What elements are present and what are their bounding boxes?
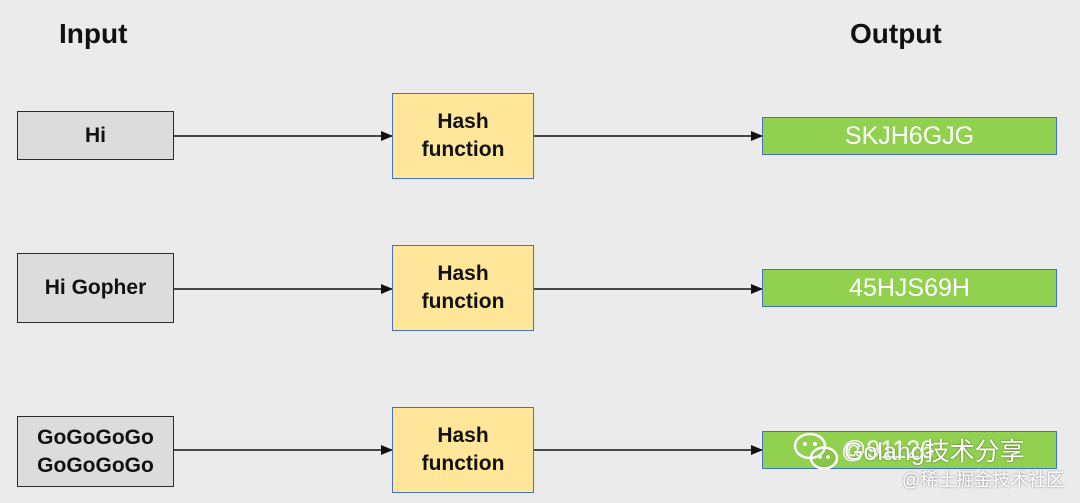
hash-function-box-1: Hash function: [392, 93, 534, 179]
hash-text-3b: function: [421, 452, 505, 475]
watermark-sub-text: @稀土掘金技术社区: [902, 470, 1065, 490]
output-text-1: SKJH6GJG: [844, 121, 975, 150]
input-box-2: Hi Gopher: [17, 253, 174, 323]
hash-text-2a: Hash: [437, 262, 489, 285]
watermark-main-text: Golang技术分享: [844, 438, 1025, 466]
hash-text-2b: function: [421, 290, 505, 313]
input-box-3: GoGoGoGo GoGoGoGo: [17, 416, 174, 487]
input-text-2: Hi Gopher: [44, 276, 147, 299]
output-box-1: SKJH6GJG: [762, 117, 1057, 155]
hash-text-3a: Hash: [437, 424, 489, 447]
input-heading: Input: [59, 18, 128, 49]
hash-function-box-3: Hash function: [392, 407, 534, 493]
output-heading: Output: [850, 18, 942, 49]
input-text-1: Hi: [85, 123, 106, 147]
hash-function-box-2: Hash function: [392, 245, 534, 331]
watermark: Golang技术分享 @稀土掘金技术社区: [792, 430, 1072, 500]
input-box-1: Hi: [17, 111, 174, 160]
hash-text-1b: function: [421, 138, 505, 161]
output-box-2: 45HJS69H: [762, 269, 1057, 307]
output-text-3: @91126: [841, 435, 935, 464]
wechat-icon: [793, 432, 839, 470]
output-text-2: 45HJS69H: [849, 273, 970, 302]
input-text-3b: GoGoGoGo: [37, 453, 154, 477]
input-text-3a: GoGoGoGo: [37, 425, 154, 449]
hash-text-1a: Hash: [437, 110, 489, 133]
